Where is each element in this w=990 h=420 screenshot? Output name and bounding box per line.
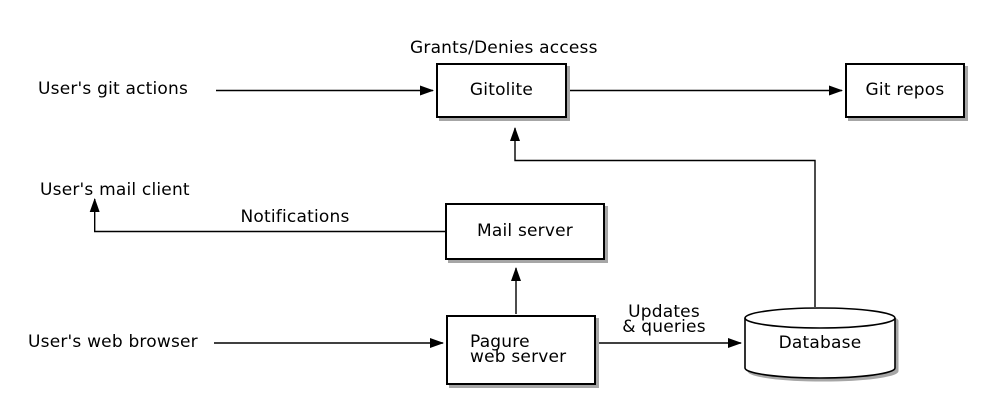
- edge-label-updates-queries: Updates & queries: [594, 302, 734, 337]
- edge-label-notifications: Notifications: [240, 207, 350, 227]
- node-database-label: Database: [778, 333, 862, 353]
- node-mail-server: Mail server: [445, 203, 605, 260]
- edge-label-updates-line1: Updates: [628, 302, 700, 322]
- gitolite-caption: Grants/Denies access: [410, 38, 598, 58]
- arrow-mail-server-to-mail-client: [89, 198, 445, 233]
- node-gitolite: Gitolite: [436, 63, 567, 118]
- node-pagure-label-line2: web server: [470, 347, 567, 367]
- actor-git-actions: User's git actions: [38, 79, 189, 99]
- database-cylinder: [744, 307, 899, 382]
- database-cylinder-body-stroke: [744, 318, 896, 379]
- node-mail-server-label: Mail server: [477, 221, 573, 241]
- actor-mail-client: User's mail client: [40, 180, 190, 200]
- node-git-repos: Git repos: [845, 63, 965, 118]
- edge-label-updates-line2: & queries: [622, 317, 706, 337]
- node-git-repos-label: Git repos: [865, 80, 945, 100]
- node-pagure-label-line1: Pagure: [470, 332, 530, 352]
- database-cylinder-body-fill: [745, 318, 895, 378]
- database-cylinder-top: [744, 307, 896, 329]
- arrow-database-to-gitolite: [510, 127, 816, 307]
- node-gitolite-label: Gitolite: [469, 80, 534, 100]
- actor-web-browser: User's web browser: [28, 332, 198, 352]
- node-pagure-web-server: Pagure web server: [446, 315, 596, 385]
